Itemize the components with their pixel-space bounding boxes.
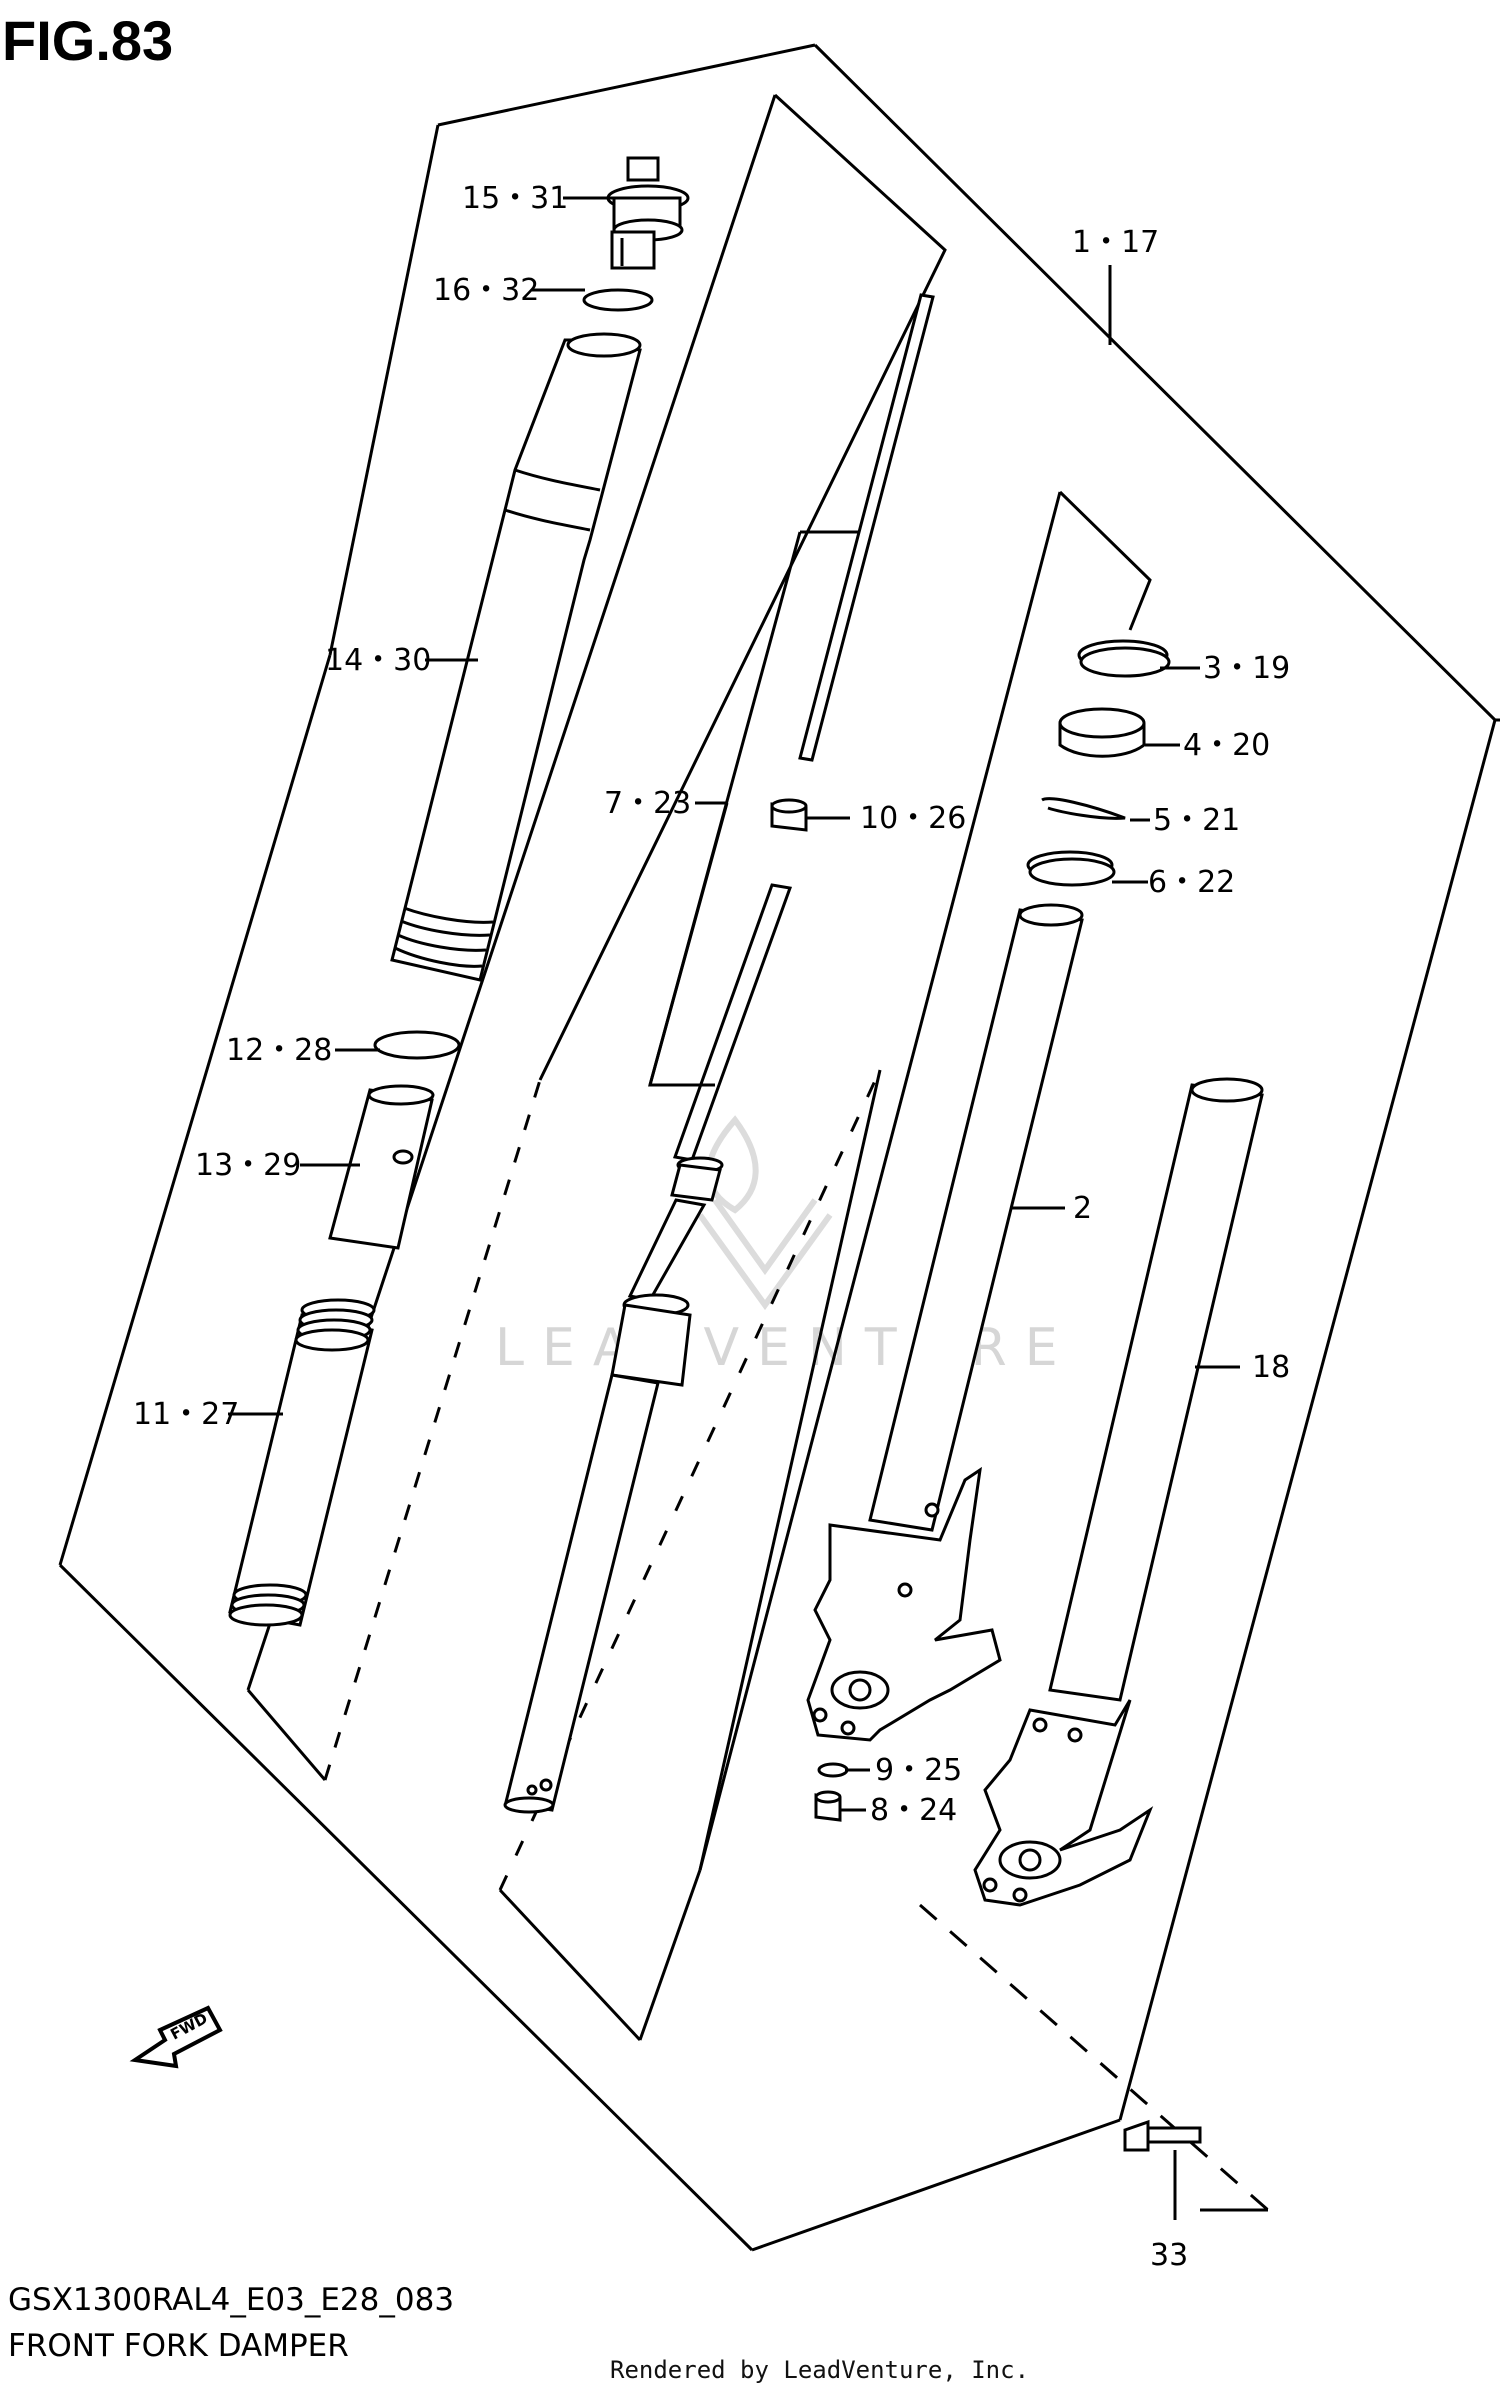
callout-6-22: 6・22 (1148, 865, 1235, 900)
callout-4-20: 4・20 (1183, 728, 1270, 763)
callout-1-17: 1・17 (1072, 225, 1159, 260)
washer (817, 1762, 849, 1778)
callout-9-25: 9・25 (875, 1753, 962, 1788)
outer-tube (390, 332, 642, 982)
inner-tube-left (806, 903, 1084, 1742)
inner-tube-right (973, 1077, 1264, 1907)
bushing (373, 1030, 461, 1060)
assembly-boundary-outer (58, 43, 1500, 2252)
fork-cap-bolt (606, 156, 690, 270)
callout-15-31: 15・31 (462, 181, 568, 216)
dust-seal (1077, 639, 1171, 678)
watermark-logo (697, 1115, 833, 1311)
callout-14-30: 14・30 (325, 643, 431, 678)
callout-16-32: 16・32 (433, 273, 539, 308)
callout-18: 18 (1252, 1350, 1290, 1385)
pinch-bolt (1123, 2119, 1202, 2152)
spring-guide (328, 1084, 435, 1250)
seal-spacer (1026, 850, 1116, 887)
rendered-by-credit: Rendered by LeadVenture, Inc. (610, 2356, 1030, 2384)
callout-13-29: 13・29 (195, 1148, 301, 1183)
callout-8-24: 8・24 (870, 1793, 957, 1828)
callout-33: 33 (1150, 2238, 1188, 2273)
callout-10-26: 10・26 (860, 801, 966, 836)
oil-seal (1058, 707, 1146, 758)
figure-title: FIG.83 (2, 9, 174, 72)
fwd-arrow-icon: FWD (129, 2005, 223, 2069)
callout-5-21: 5・21 (1153, 803, 1240, 838)
drain-bolt (814, 1790, 842, 1822)
leader-lines (228, 196, 1240, 2220)
callout-2: 2 (1073, 1191, 1092, 1226)
o-ring (582, 288, 654, 312)
section-name: FRONT FORK DAMPER (8, 2328, 349, 2364)
lock-nut (770, 798, 808, 832)
callout-12-28: 12・28 (226, 1033, 332, 1068)
model-code: GSX1300RAL4_E03_E28_083 (8, 2282, 455, 2318)
callout-7-23: 7・23 (604, 786, 691, 821)
retaining-ring (1041, 797, 1126, 820)
callout-3-19: 3・19 (1203, 651, 1290, 686)
assembly-boundary-right (498, 490, 1269, 2212)
fork-spring (228, 1298, 376, 1627)
damper-rod (503, 293, 935, 1814)
callout-11-27: 11・27 (133, 1397, 239, 1432)
